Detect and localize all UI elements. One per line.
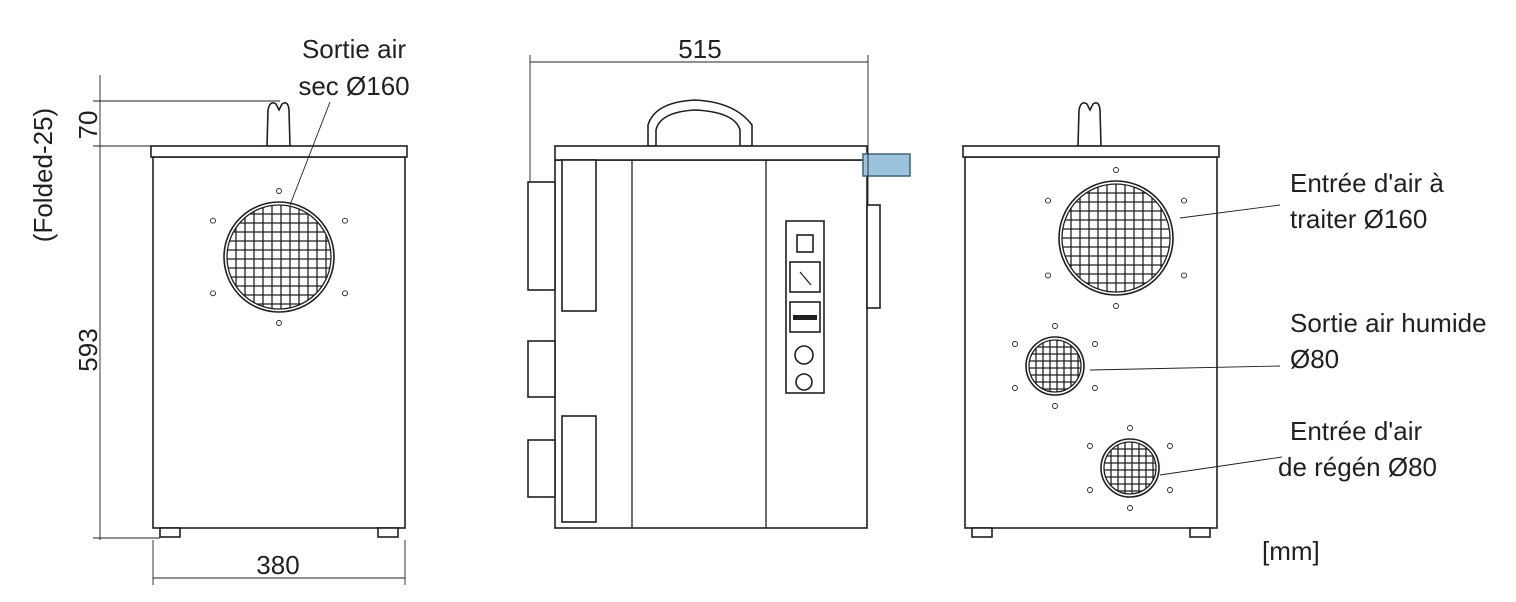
port [527, 340, 556, 398]
label-wet-air-2: Ø80 [1290, 344, 1339, 374]
screw [1092, 385, 1098, 391]
label-regen-air-2: de régén Ø80 [1278, 452, 1437, 482]
wet-air-outlet-grille [1012, 323, 1098, 409]
screw [1087, 487, 1093, 493]
process-air-inlet-grille [1045, 167, 1187, 309]
top-cap [554, 145, 868, 161]
rear-view: Entrée d'air à traiter Ø160 Sortie air h… [962, 102, 1487, 566]
label-process-air-1: Entrée d'air à [1290, 168, 1444, 198]
side-panel [561, 415, 597, 523]
top-cap [962, 145, 1220, 158]
power-switch [796, 234, 814, 253]
dim-depth: 515 [678, 34, 721, 64]
connector [794, 345, 814, 365]
grille-ring [223, 201, 335, 313]
port [527, 181, 556, 291]
screw [1113, 303, 1119, 309]
port [866, 204, 881, 309]
leader-line [289, 101, 331, 206]
dim-width: 380 [256, 550, 299, 580]
dry-air-outlet-grille [210, 188, 348, 326]
screw [1045, 197, 1051, 204]
screw [1012, 385, 1018, 391]
grille-ring [1025, 336, 1085, 396]
label-dry-air-2: sec Ø160 [298, 71, 409, 101]
dim-body-height: 593 [73, 328, 103, 371]
screw [1012, 341, 1018, 347]
foot [159, 527, 181, 538]
port [527, 439, 556, 498]
front-view: 70 593 (Folded-25) 380 Sortie air sec Ø1… [28, 34, 410, 585]
screw [1087, 443, 1093, 449]
side-panel [561, 159, 597, 312]
screw [1167, 487, 1173, 493]
unit-label: [mm] [1262, 536, 1320, 566]
folded-note: (Folded-25) [28, 108, 58, 242]
screw [210, 217, 216, 224]
handle-folded [266, 102, 291, 147]
screw [1127, 505, 1133, 511]
screw [1052, 323, 1058, 329]
screw [1167, 443, 1173, 449]
label-regen-air-1: Entrée d'air [1290, 416, 1422, 446]
screw [276, 188, 282, 194]
label-process-air-2: traiter Ø160 [1290, 204, 1427, 234]
screw [342, 217, 348, 224]
carry-handle [647, 99, 753, 147]
cable-gland [795, 373, 813, 391]
label-wet-air-1: Sortie air humide [1290, 308, 1487, 338]
screw [1181, 272, 1187, 279]
highlight-box [862, 153, 911, 177]
screw [1127, 425, 1133, 431]
regen-air-inlet-grille [1087, 425, 1173, 511]
dim-handle-height: 70 [73, 111, 103, 140]
top-cap [150, 145, 408, 158]
screw [210, 290, 216, 297]
label-dry-air-1: Sortie air [302, 34, 406, 64]
screw [1045, 272, 1051, 279]
foot [377, 527, 399, 538]
screw [276, 320, 282, 326]
side-view: 515 [527, 34, 911, 529]
screw [1113, 167, 1119, 173]
grille-ring [1100, 438, 1160, 498]
screw [1092, 341, 1098, 347]
handle-folded [1077, 102, 1102, 147]
screw [1052, 403, 1058, 409]
screw [1181, 197, 1187, 204]
screw [342, 290, 348, 297]
